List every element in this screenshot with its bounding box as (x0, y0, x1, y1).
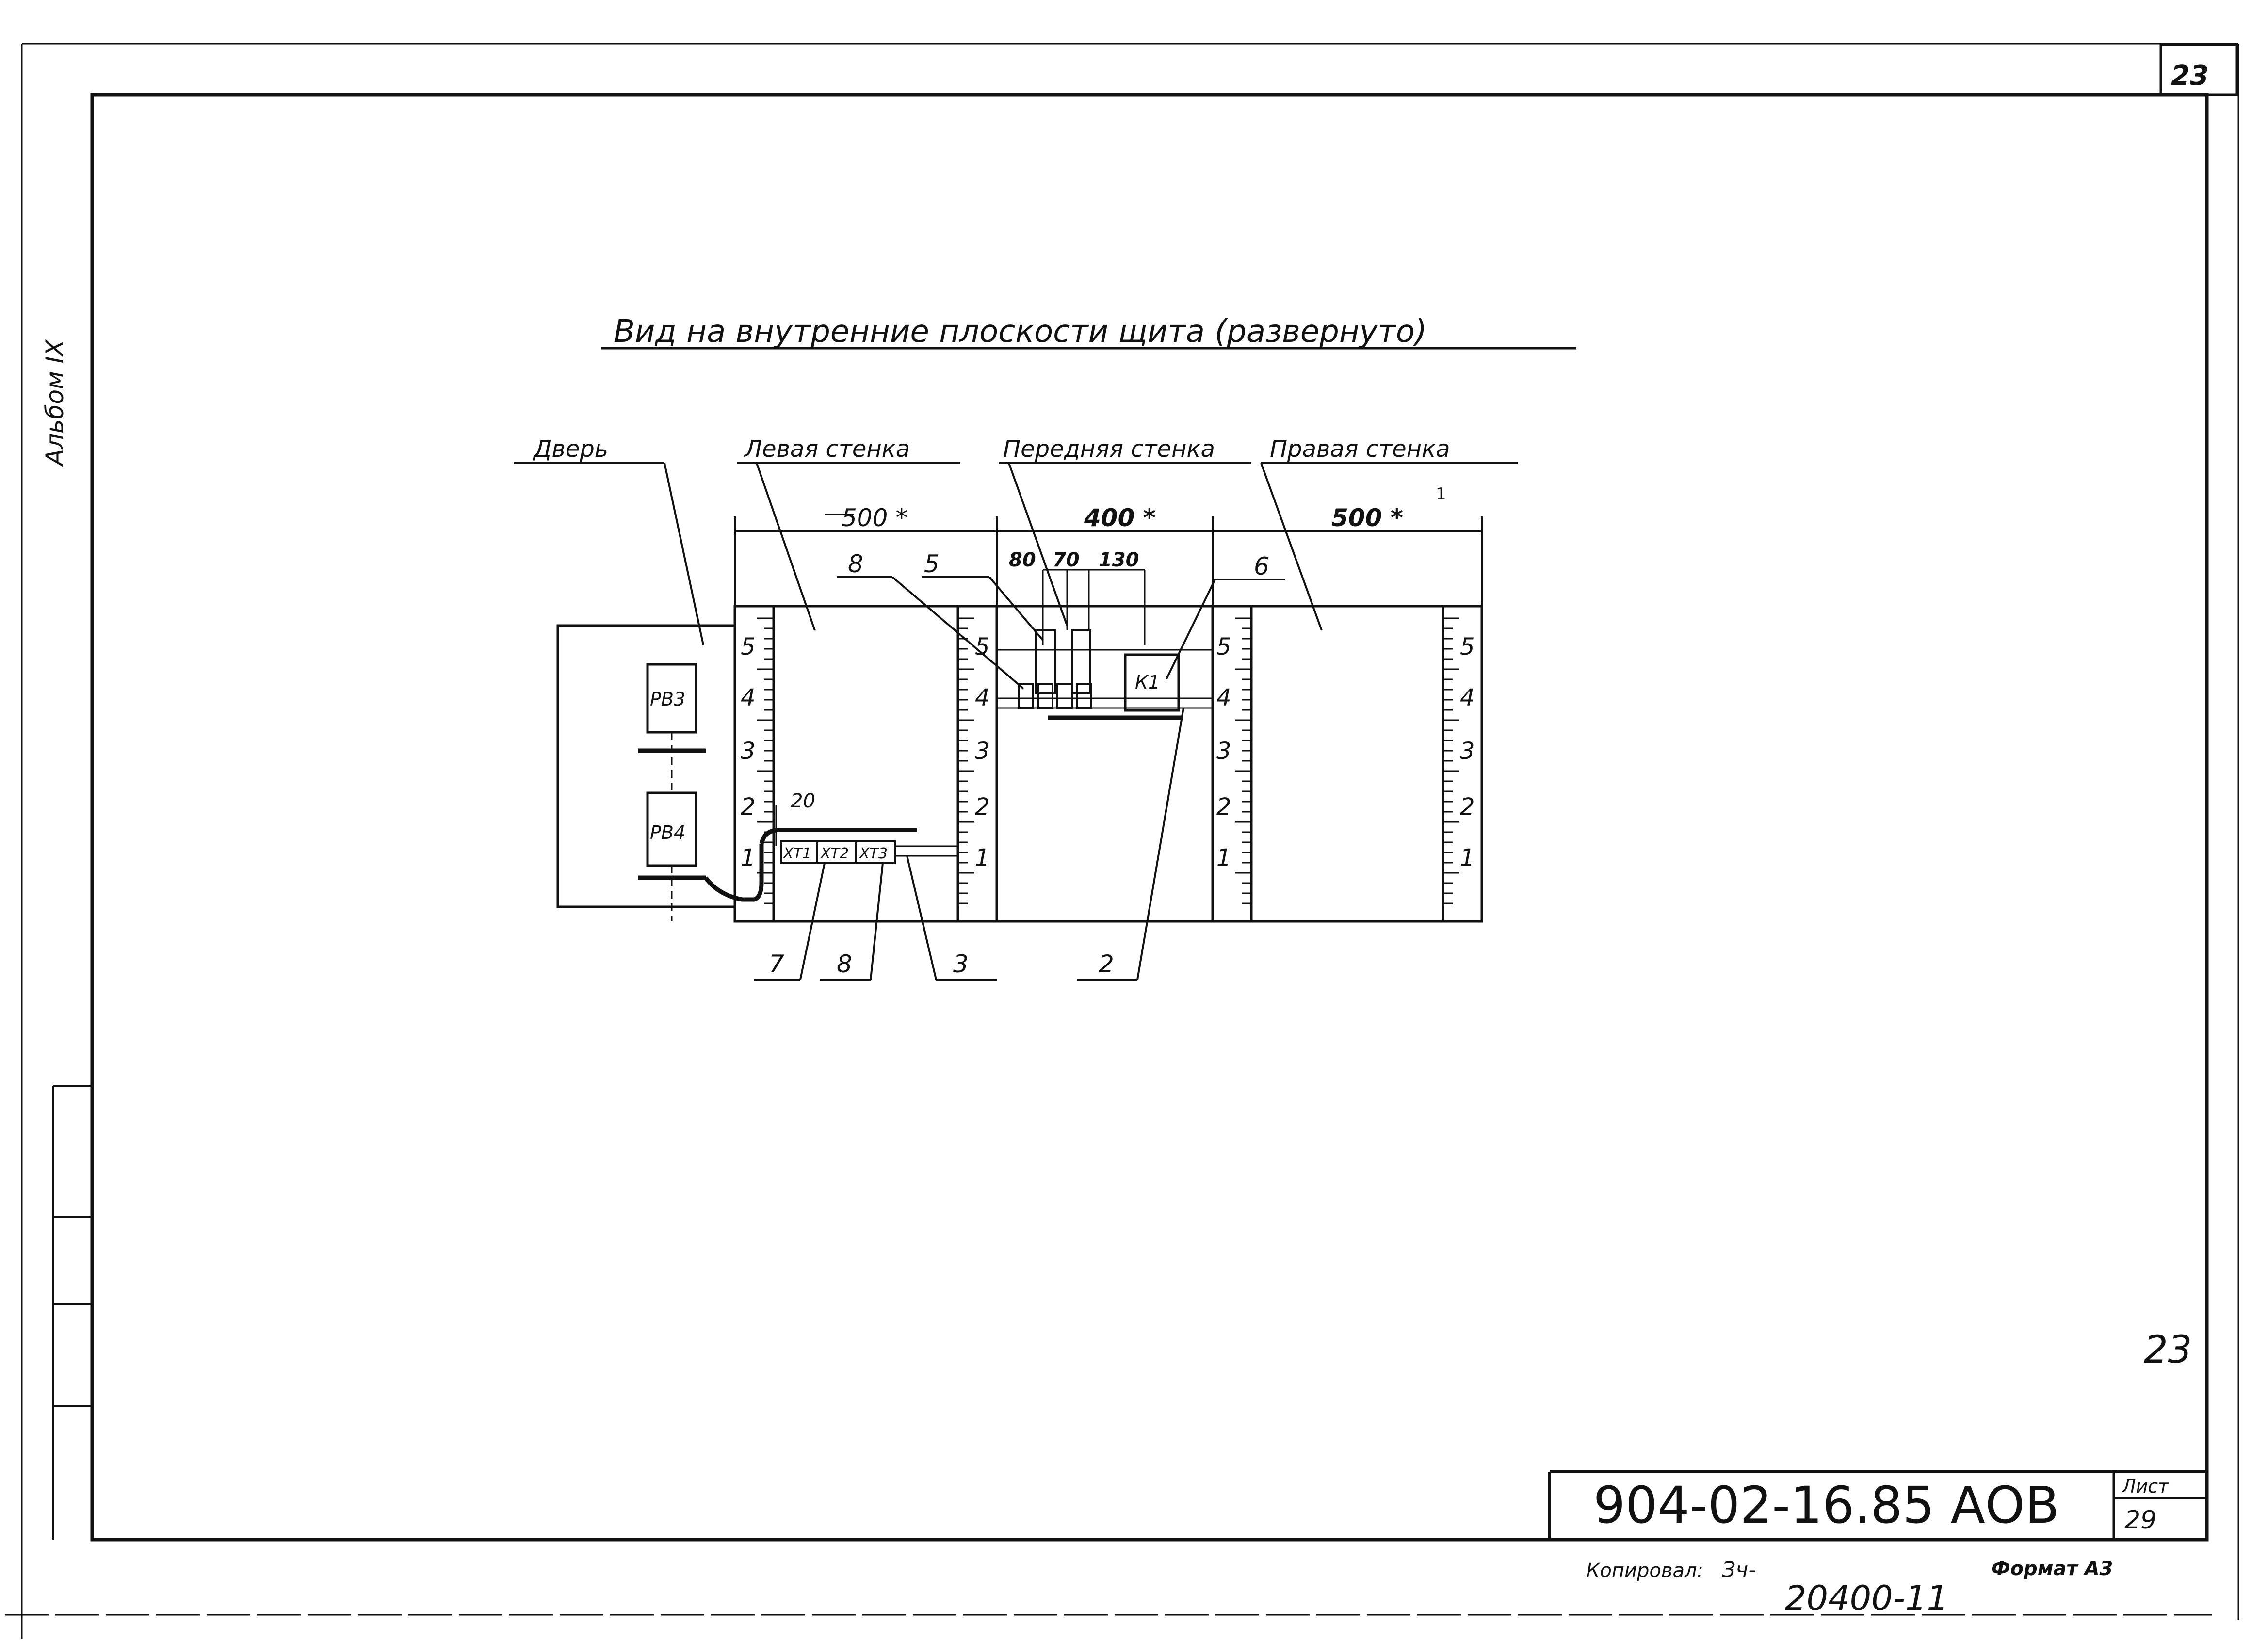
label-door: Дверь (533, 435, 608, 463)
level-1-d: 1 (1460, 844, 1475, 871)
level-4-a: 4 (741, 684, 756, 711)
callout-3: 3 (953, 950, 969, 978)
album-label: Альбом IX (41, 339, 69, 467)
level-5-b: 5 (975, 633, 990, 660)
device-pb3: РВ3 (650, 689, 685, 710)
device-xt1: ХТ1 (782, 845, 811, 862)
level-5-c: 5 (1216, 633, 1231, 660)
level-2-c: 2 (1216, 793, 1231, 820)
device-xt3: ХТ3 (859, 845, 888, 862)
label-front-wall: Передняя стенка (1003, 435, 1215, 463)
copied-label: Копировал: (1586, 1560, 1703, 1582)
level-1-a: 1 (741, 844, 756, 871)
copied-sign: Зч- (1722, 1558, 1756, 1582)
level-5-d: 5 (1460, 633, 1475, 660)
scale-ticks (757, 617, 1459, 904)
sheet-label: Лист (2121, 1476, 2170, 1497)
dim-right: 500 * (1331, 504, 1403, 532)
dim-left: 500 * (842, 504, 907, 532)
level-3-a: 3 (741, 738, 756, 765)
device-xt2: ХТ2 (820, 845, 849, 862)
level-4-b: 4 (975, 684, 990, 711)
drawing-code: 904-02-16.85 АОВ (1593, 1476, 2059, 1535)
terminal-block (775, 805, 958, 864)
callout-numbers: 8 5 6 7 8 3 2 (769, 550, 1269, 978)
level-1-b: 1 (975, 844, 990, 871)
label-left-wall: Левая стенка (744, 435, 910, 463)
callout-8-top: 8 (848, 550, 863, 578)
callout-8-bottom: 8 (837, 950, 852, 978)
archive-number: 20400-11 (1785, 1578, 1948, 1618)
section-labels: Дверь Левая стенка Передняя стенка Права… (533, 435, 1450, 463)
label-right-wall: Правая стенка (1270, 435, 1450, 463)
callout-6: 6 (1254, 552, 1269, 580)
panel-outline (556, 605, 1483, 923)
device-pb4: РВ4 (650, 822, 685, 843)
dim-front-130: 130 (1099, 549, 1139, 571)
level-3-d: 3 (1460, 738, 1475, 765)
level-2-b: 2 (975, 793, 990, 820)
level-1-c: 1 (1216, 844, 1231, 871)
level-marks: 5 4 3 2 1 5 4 3 2 1 5 4 3 2 1 5 4 3 2 1 (741, 633, 1475, 871)
tick-mark: 1 (1436, 484, 1446, 504)
level-2-a: 2 (741, 793, 756, 820)
callout-7: 7 (769, 950, 784, 978)
drawing-title: Вид на внутренние плоскости щита (развер… (614, 314, 1427, 350)
right-sheet-number: 23 (2144, 1328, 2192, 1372)
front-devices (997, 569, 1213, 720)
level-3-c: 3 (1216, 738, 1231, 765)
sheet-frame (5, 43, 2239, 1639)
dim-front: 400 * (1084, 504, 1156, 532)
door-devices (638, 663, 777, 921)
dimension-lines (734, 514, 1483, 606)
level-5-a: 5 (741, 633, 756, 660)
level-4-d: 4 (1460, 684, 1475, 711)
level-3-b: 3 (975, 738, 990, 765)
level-4-c: 4 (1216, 684, 1231, 711)
sheet-number: 29 (2124, 1506, 2156, 1535)
dim-front-80: 80 (1009, 549, 1036, 571)
device-k1: К1 (1135, 672, 1160, 693)
format-label: Формат А3 (1991, 1558, 2113, 1580)
dim-front-70: 70 (1053, 549, 1080, 571)
sheet-corner-number: 23 (2171, 60, 2209, 92)
callout-lines (754, 576, 1285, 981)
dim-gap: 20 (791, 790, 815, 812)
callout-5: 5 (924, 550, 940, 578)
level-2-d: 2 (1460, 793, 1475, 820)
callout-2: 2 (1099, 950, 1114, 978)
